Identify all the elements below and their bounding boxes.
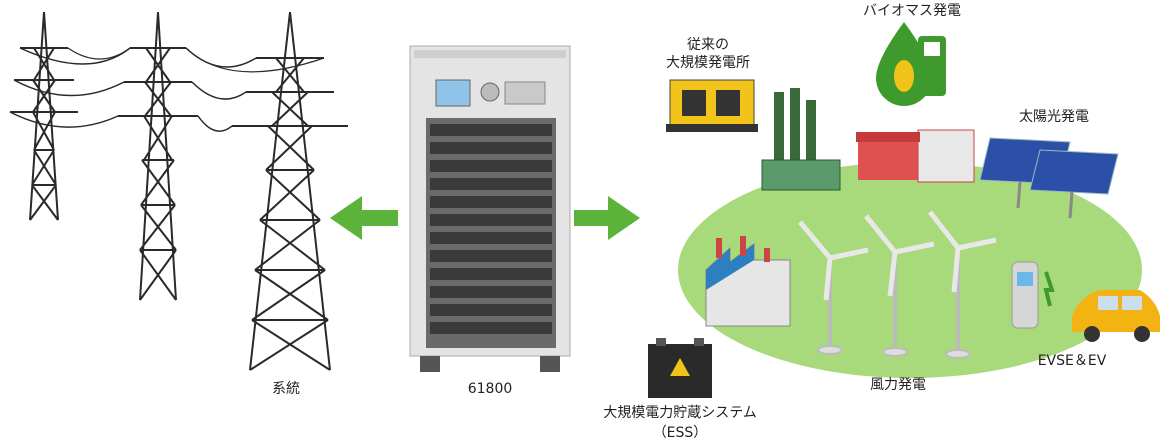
solar-label: 太陽光発電 [1019,109,1089,125]
biomass-icon [876,22,946,106]
wind-label: 風力発電 [870,377,926,393]
biomass-label: バイオマス発電 [863,3,961,19]
conventional-label-line2: 大規模発電所 [666,55,750,71]
solar-panel-icon [979,137,1119,219]
biomass-plant-icon [856,129,975,183]
generator-icon [666,79,758,132]
ess-label-line2: （ESS） [652,425,708,441]
wind-turbine-icon [798,210,997,359]
arrow-left-icon [330,196,398,240]
battery-icon [648,338,712,398]
evse-label: EVSE＆EV [1037,353,1107,369]
device-label: 61800 [467,381,513,397]
ev-charger-icon [1011,261,1055,329]
car-icon [1072,290,1160,342]
arrow-right-icon [574,196,640,240]
factory-icon [705,236,791,327]
transmission-tower-icon [9,11,348,371]
conventional-label-line1: 従来の [687,37,729,53]
grid-label: 系統 [272,381,300,397]
ess-label-line1: 大規模電力貯蔵システム [603,405,757,421]
cabinet-icon [409,45,571,372]
power-plant-icon [761,88,841,191]
